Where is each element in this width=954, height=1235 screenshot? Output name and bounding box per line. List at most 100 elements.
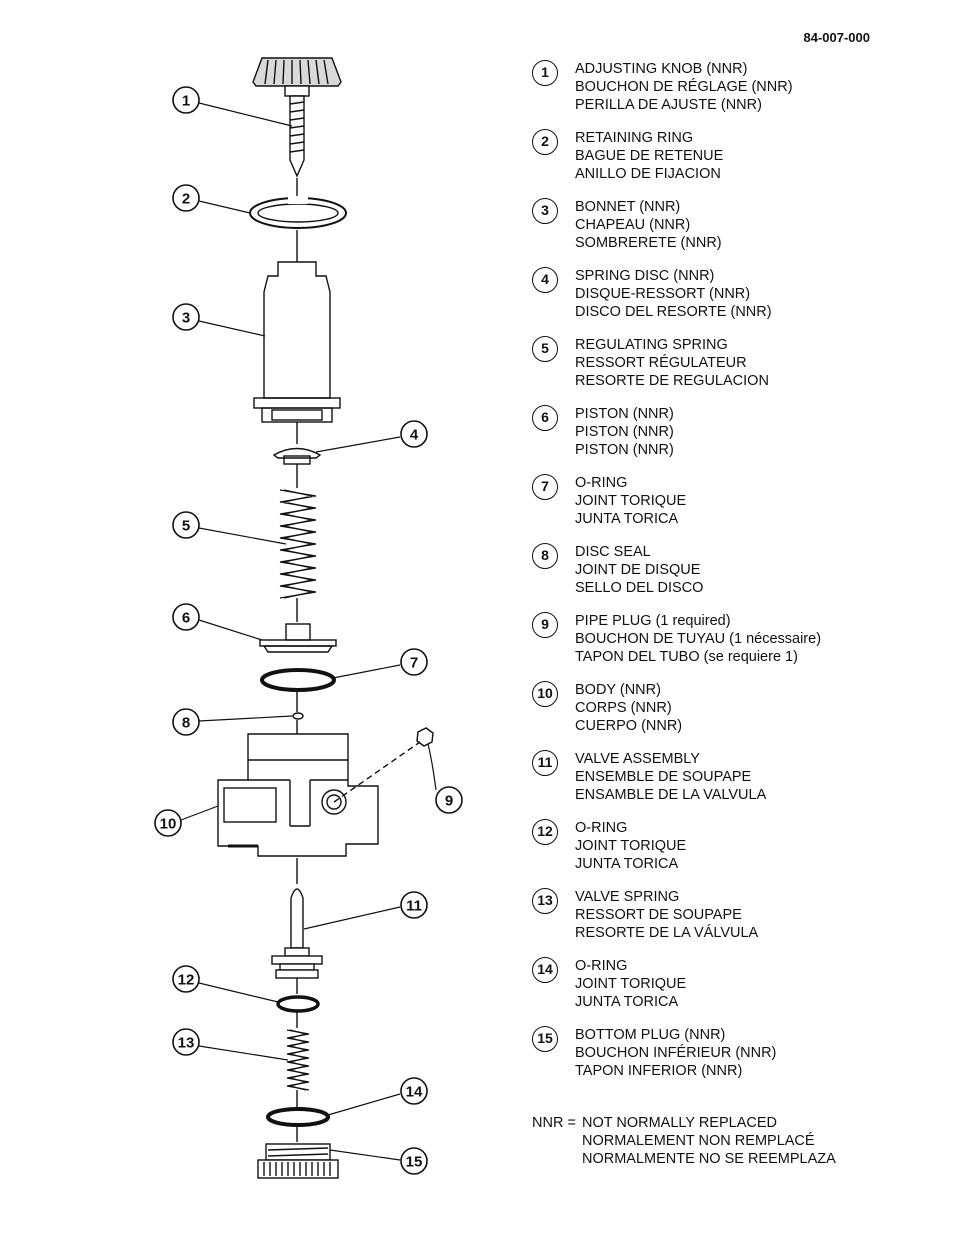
legend-item-8: 8 DISC SEAL JOINT DE DISQUE SELLO DEL DI…	[532, 543, 942, 603]
legend-text: BONNET (NNR) CHAPEAU (NNR) SOMBRERETE (N…	[575, 198, 722, 252]
legend-line-en: SPRING DISC (NNR)	[575, 268, 715, 284]
legend-line-es: JUNTA TORICA	[575, 856, 679, 872]
legend-item-4: 4 SPRING DISC (NNR) DISQUE-RESSORT (NNR)…	[532, 267, 942, 327]
legend-text: SPRING DISC (NNR) DISQUE-RESSORT (NNR) D…	[575, 267, 772, 321]
legend-badge: 9	[532, 612, 558, 638]
adjusting-knob	[252, 57, 342, 178]
callout-8: 8	[182, 715, 190, 732]
legend-line-en: PISTON (NNR)	[575, 406, 674, 422]
legend-item-7: 7 O-RING JOINT TORIQUE JUNTA TORICA	[532, 474, 942, 534]
legend-item-2: 2 RETAINING RING BAGUE DE RETENUE ANILLO…	[532, 129, 942, 189]
legend-text: VALVE ASSEMBLY ENSEMBLE DE SOUPAPE ENSAM…	[575, 750, 766, 804]
legend-line-fr: JOINT DE DISQUE	[575, 562, 701, 578]
legend-badge: 5	[532, 336, 558, 362]
legend-badge: 2	[532, 129, 558, 155]
legend-line-en: PIPE PLUG (1 required)	[575, 613, 731, 629]
legend-item-9: 9 PIPE PLUG (1 required) BOUCHON DE TUYA…	[532, 612, 942, 672]
legend-item-3: 3 BONNET (NNR) CHAPEAU (NNR) SOMBRERETE …	[532, 198, 942, 258]
legend-line-es: RESORTE DE REGULACION	[575, 373, 769, 389]
legend-text: O-RING JOINT TORIQUE JUNTA TORICA	[575, 819, 686, 873]
callout-4: 4	[410, 427, 419, 444]
callout-9: 9	[445, 793, 453, 810]
legend-line-es: CUERPO (NNR)	[575, 718, 683, 734]
legend-badge: 11	[532, 750, 558, 776]
document-number: 84-007-000	[803, 30, 871, 45]
legend-text: DISC SEAL JOINT DE DISQUE SELLO DEL DISC…	[575, 543, 703, 597]
legend-line-fr: ENSEMBLE DE SOUPAPE	[575, 769, 752, 785]
legend-badge: 14	[532, 957, 558, 983]
legend-badge: 1	[532, 60, 558, 86]
legend-badge: 13	[532, 888, 558, 914]
legend-line-es: TAPON DEL TUBO (se requiere 1)	[575, 649, 798, 665]
legend-line-es: SELLO DEL DISCO	[575, 580, 704, 596]
legend-line-en: VALVE SPRING	[575, 889, 680, 905]
exploded-parts-diagram: 1 2 3 4 5 6 7 8 9 10 11 12 13 14 15	[154, 57, 463, 1179]
legend-line-en: BONNET (NNR)	[575, 199, 681, 215]
callout-15: 15	[406, 1154, 423, 1171]
callout-13: 13	[178, 1035, 195, 1052]
legend-line-en: REGULATING SPRING	[575, 337, 728, 353]
legend-line-fr: PISTON (NNR)	[575, 424, 674, 440]
callout-7: 7	[410, 655, 418, 672]
legend-line-fr: BOUCHON DE TUYAU (1 nécessaire)	[575, 631, 822, 647]
callout-12: 12	[178, 972, 195, 989]
legend-line-fr: BAGUE DE RETENUE	[575, 148, 724, 164]
legend-text: BODY (NNR) CORPS (NNR) CUERPO (NNR)	[575, 681, 682, 735]
legend-line-en: O-RING	[575, 820, 628, 836]
legend-badge: 8	[532, 543, 558, 569]
legend-item-12: 12 O-RING JOINT TORIQUE JUNTA TORICA	[532, 819, 942, 879]
nnr-line-en: NOT NORMALLY REPLACED	[582, 1115, 777, 1131]
legend-text: REGULATING SPRING RESSORT RÉGULATEUR RES…	[575, 336, 769, 390]
legend-line-es: TAPON INFERIOR (NNR)	[575, 1063, 743, 1079]
legend-text: RETAINING RING BAGUE DE RETENUE ANILLO D…	[575, 129, 723, 183]
legend-line-fr: BOUCHON DE RÉGLAGE (NNR)	[575, 79, 793, 95]
legend-line-fr: CHAPEAU (NNR)	[575, 217, 691, 233]
legend-badge: 6	[532, 405, 558, 431]
legend-line-es: PERILLA DE AJUSTE (NNR)	[575, 97, 762, 113]
piston	[259, 623, 337, 653]
legend-line-es: DISCO DEL RESORTE (NNR)	[575, 304, 772, 320]
callout-3: 3	[182, 310, 190, 327]
spring-disc	[272, 447, 322, 465]
o-ring-large	[260, 668, 336, 692]
legend-line-en: O-RING	[575, 475, 628, 491]
regulating-spring	[279, 489, 317, 599]
legend-item-15: 15 BOTTOM PLUG (NNR) BOUCHON INFÉRIEUR (…	[532, 1026, 942, 1086]
legend-line-en: RETAINING RING	[575, 130, 694, 146]
legend-badge: 12	[532, 819, 558, 845]
legend-badge: 7	[532, 474, 558, 500]
legend-line-en: ADJUSTING KNOB (NNR)	[575, 61, 748, 77]
legend-badge: 15	[532, 1026, 558, 1052]
valve-spring	[286, 1029, 310, 1091]
legend-line-fr: CORPS (NNR)	[575, 700, 672, 716]
legend-line-fr: DISQUE-RESSORT (NNR)	[575, 286, 751, 302]
legend-text: PISTON (NNR) PISTON (NNR) PISTON (NNR)	[575, 405, 674, 459]
callout-6: 6	[182, 610, 190, 627]
legend-badge: 3	[532, 198, 558, 224]
legend-line-es: ENSAMBLE DE LA VALVULA	[575, 787, 767, 803]
bottom-plug	[257, 1143, 339, 1179]
legend-item-5: 5 REGULATING SPRING RESSORT RÉGULATEUR R…	[532, 336, 942, 396]
legend-line-en: BOTTOM PLUG (NNR)	[575, 1027, 726, 1043]
legend-line-en: BODY (NNR)	[575, 682, 661, 698]
legend-item-14: 14 O-RING JOINT TORIQUE JUNTA TORICA	[532, 957, 942, 1017]
legend-text: PIPE PLUG (1 required) BOUCHON DE TUYAU …	[575, 612, 821, 666]
legend-line-es: RESORTE DE LA VÁLVULA	[575, 925, 759, 941]
callout-10: 10	[160, 816, 177, 833]
pipe-plug	[333, 727, 434, 803]
legend-line-fr: RESSORT RÉGULATEUR	[575, 355, 747, 371]
callout-1: 1	[182, 93, 190, 110]
legend-item-1: 1 ADJUSTING KNOB (NNR) BOUCHON DE RÉGLAG…	[532, 60, 942, 120]
legend-text: BOTTOM PLUG (NNR) BOUCHON INFÉRIEUR (NNR…	[575, 1026, 776, 1080]
nnr-line-fr: NORMALEMENT NON REMPLACÉ	[582, 1133, 815, 1149]
nnr-definitions: NOT NORMALLY REPLACED NORMALEMENT NON RE…	[582, 1114, 836, 1168]
disc-seal	[292, 712, 304, 720]
legend-line-es: SOMBRERETE (NNR)	[575, 235, 722, 251]
body	[217, 733, 379, 857]
callout-11: 11	[406, 898, 422, 915]
legend-line-es: ANILLO DE FIJACION	[575, 166, 721, 182]
legend-text: ADJUSTING KNOB (NNR) BOUCHON DE RÉGLAGE …	[575, 60, 793, 114]
callout-5: 5	[182, 518, 190, 535]
legend-item-11: 11 VALVE ASSEMBLY ENSEMBLE DE SOUPAPE EN…	[532, 750, 942, 810]
o-ring-small	[276, 995, 320, 1013]
